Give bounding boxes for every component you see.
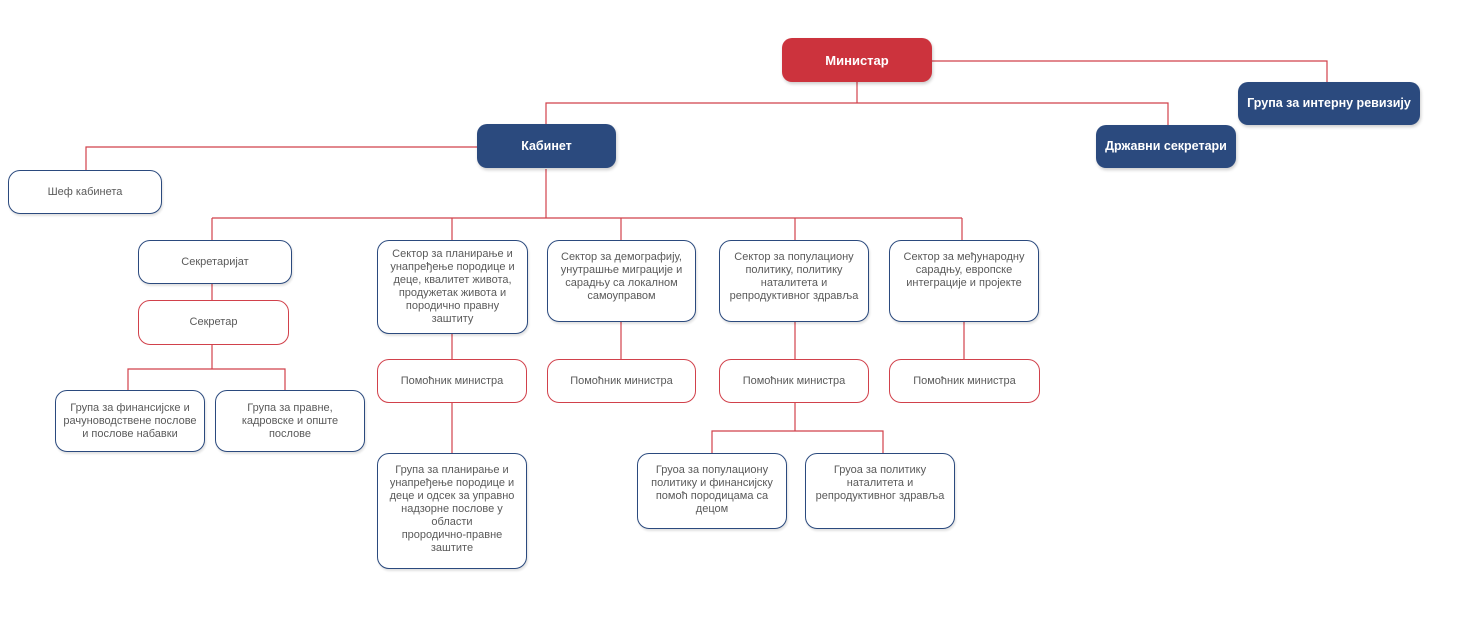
state-secretaries-box: Државни секретари bbox=[1096, 125, 1236, 168]
sector-demography-label: Сектор за демографију, унутрашње миграци… bbox=[560, 251, 683, 302]
natality-policy-group-label: Груоа за политику наталитета и репродукт… bbox=[815, 464, 945, 502]
sector-demography-box: Сектор за демографију, унутрашње миграци… bbox=[547, 240, 696, 322]
minister-label: Министар bbox=[825, 52, 889, 68]
internal-audit-box: Група за интерну ревизију bbox=[1238, 82, 1420, 125]
assistant-minister-box-1: Помоћник министра bbox=[377, 359, 527, 403]
family-planning-group-label: Група за планирање и унапређење породице… bbox=[389, 464, 515, 554]
sector-international-label: Сектор за међународну сарадњу, европске … bbox=[903, 251, 1025, 289]
assistant-minister-label-4: Помоћник министра bbox=[913, 374, 1016, 387]
natality-policy-group-box: Груоа за политику наталитета и репродукт… bbox=[805, 453, 955, 529]
population-policy-group-box: Груоа за популациону политику и финансиј… bbox=[637, 453, 787, 529]
finance-group-label: Група за финансијске и рачуноводствене п… bbox=[63, 401, 197, 440]
secretariat-label: Секретаријат bbox=[181, 255, 249, 268]
secretary-box: Секретар bbox=[138, 300, 289, 345]
secretariat-box: Секретаријат bbox=[138, 240, 292, 284]
chief-of-cabinet-box: Шеф кабинета bbox=[8, 170, 162, 214]
family-planning-group-box: Група за планирање и унапређење породице… bbox=[377, 453, 527, 569]
assistant-minister-label-2: Помоћник министра bbox=[570, 374, 673, 387]
assistant-minister-box-3: Помоћник министра bbox=[719, 359, 869, 403]
minister-box: Министар bbox=[782, 38, 932, 82]
sector-population-label: Сектор за популациону политику, политику… bbox=[729, 251, 859, 302]
assistant-minister-label-1: Помоћник министра bbox=[400, 374, 504, 387]
legal-group-label: Група за правне, кадровске и опште посло… bbox=[241, 401, 339, 440]
state-secretaries-label: Државни секретари bbox=[1105, 139, 1227, 153]
population-policy-group-label: Груоа за популациону политику и финансиј… bbox=[651, 464, 773, 515]
chief-of-cabinet-label: Шеф кабинета bbox=[47, 185, 123, 198]
assistant-minister-box-2: Помоћник министра bbox=[547, 359, 696, 403]
legal-group-box: Група за правне, кадровске и опште посло… bbox=[215, 390, 365, 452]
finance-group-box: Група за финансијске и рачуноводствене п… bbox=[55, 390, 205, 452]
assistant-minister-box-4: Помоћник министра bbox=[889, 359, 1040, 403]
sector-family-box: Сектор за планирање и унапређење породиц… bbox=[377, 240, 528, 334]
internal-audit-label: Група за интерну ревизију bbox=[1247, 96, 1411, 110]
sector-family-label: Сектор за планирање и унапређење породиц… bbox=[390, 248, 515, 325]
cabinet-label: Кабинет bbox=[521, 138, 572, 153]
sector-international-box: Сектор за међународну сарадњу, европске … bbox=[889, 240, 1039, 322]
sector-population-box: Сектор за популациону политику, политику… bbox=[719, 240, 869, 322]
secretary-label: Секретар bbox=[189, 316, 238, 328]
assistant-minister-label-3: Помоћник министра bbox=[742, 374, 846, 387]
cabinet-box: Кабинет bbox=[477, 124, 616, 168]
